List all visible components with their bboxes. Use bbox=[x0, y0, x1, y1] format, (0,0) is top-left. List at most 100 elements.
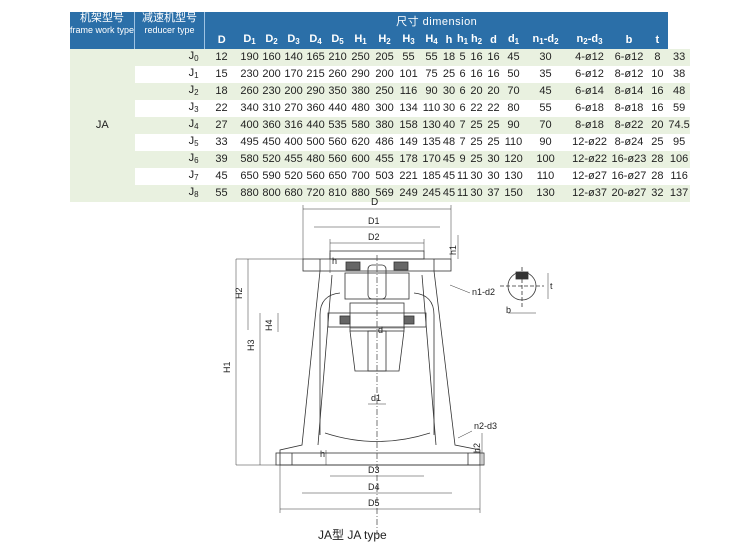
value-cell: 59 bbox=[668, 100, 690, 117]
value-cell: 16 bbox=[469, 49, 484, 66]
dimension-table: 机架型号 frame work type 减速机型号 reducer type … bbox=[70, 12, 690, 202]
value-cell: 6 bbox=[455, 66, 470, 83]
value-cell: 185 bbox=[420, 168, 443, 185]
frame-body-outline bbox=[279, 270, 481, 466]
value-cell: 25 bbox=[469, 151, 484, 168]
column-header: n2-d3 bbox=[567, 30, 612, 49]
value-cell: 210 bbox=[326, 49, 349, 66]
value-cell: 90 bbox=[523, 134, 568, 151]
value-cell: 221 bbox=[396, 168, 421, 185]
value-cell: 45 bbox=[523, 83, 568, 100]
label-h2: h2 bbox=[472, 443, 482, 453]
value-cell: 75 bbox=[420, 66, 443, 83]
value-cell: 290 bbox=[348, 66, 373, 83]
label-n1-d2: n1-d2 bbox=[472, 287, 495, 297]
drawing-caption: JA型 JA type bbox=[318, 528, 387, 542]
label-D: D bbox=[371, 197, 378, 208]
value-cell: 6-ø12 bbox=[567, 66, 612, 83]
column-header: D bbox=[204, 30, 239, 49]
label-H4: H4 bbox=[264, 319, 274, 331]
label-h: h bbox=[332, 256, 337, 266]
value-cell: 4-ø12 bbox=[567, 49, 612, 66]
value-cell: 95 bbox=[668, 134, 690, 151]
value-cell: 160 bbox=[260, 49, 283, 66]
value-cell: 500 bbox=[304, 134, 327, 151]
value-cell: 520 bbox=[282, 168, 305, 185]
value-cell: 30 bbox=[469, 168, 484, 185]
column-header: D5 bbox=[326, 30, 349, 49]
value-cell: 55 bbox=[523, 100, 568, 117]
value-cell: 30 bbox=[523, 49, 568, 66]
value-cell: 650 bbox=[238, 168, 261, 185]
value-cell: 30 bbox=[483, 151, 504, 168]
label-h1: h1 bbox=[448, 245, 458, 255]
value-cell: 5 bbox=[455, 49, 470, 66]
value-cell: 8-ø18 bbox=[567, 117, 612, 134]
value-cell: 16-ø27 bbox=[611, 168, 647, 185]
value-cell: 10 bbox=[646, 66, 669, 83]
value-cell: 380 bbox=[348, 83, 373, 100]
value-cell: 74.5 bbox=[668, 117, 690, 134]
value-cell: 25 bbox=[483, 117, 504, 134]
header-dimension: 尺寸 dimension bbox=[204, 12, 669, 30]
value-cell: 190 bbox=[238, 49, 261, 66]
value-cell: 503 bbox=[372, 168, 397, 185]
value-cell: 12-ø27 bbox=[567, 168, 612, 185]
value-cell: 149 bbox=[396, 134, 421, 151]
value-cell: 16 bbox=[483, 49, 504, 66]
header-frame-cn: 机架型号 bbox=[80, 12, 125, 24]
value-cell: 32 bbox=[646, 185, 669, 202]
value-cell: 165 bbox=[304, 49, 327, 66]
value-cell: 16 bbox=[646, 100, 669, 117]
value-cell: 440 bbox=[304, 117, 327, 134]
model-cell: J5 bbox=[134, 134, 205, 151]
value-cell: 116 bbox=[668, 168, 690, 185]
value-cell: 800 bbox=[260, 185, 283, 202]
label-H2: H2 bbox=[234, 287, 244, 299]
label-D2: D2 bbox=[368, 232, 380, 242]
value-cell: 600 bbox=[348, 151, 373, 168]
value-cell: 134 bbox=[396, 100, 421, 117]
value-cell: 520 bbox=[260, 151, 283, 168]
value-cell: 170 bbox=[282, 66, 305, 83]
value-cell: 720 bbox=[304, 185, 327, 202]
label-D5: D5 bbox=[368, 498, 380, 508]
value-cell: 6 bbox=[455, 83, 470, 100]
value-cell: 260 bbox=[326, 66, 349, 83]
column-header: h2 bbox=[469, 30, 484, 49]
value-cell: 9 bbox=[455, 151, 470, 168]
header-frame-type: 机架型号 frame work type bbox=[70, 12, 136, 49]
value-cell: 486 bbox=[372, 134, 397, 151]
value-cell: 580 bbox=[238, 151, 261, 168]
value-cell: 90 bbox=[503, 117, 524, 134]
model-cell: J3 bbox=[134, 100, 205, 117]
value-cell: 25 bbox=[483, 134, 504, 151]
value-cell: 110 bbox=[420, 100, 443, 117]
value-cell: 290 bbox=[304, 83, 327, 100]
value-cell: 38 bbox=[668, 66, 690, 83]
column-header: h1 bbox=[455, 30, 470, 49]
value-cell: 130 bbox=[523, 185, 568, 202]
reducer-cell: 22 bbox=[204, 100, 239, 117]
value-cell: 880 bbox=[238, 185, 261, 202]
value-cell: 25 bbox=[469, 117, 484, 134]
value-cell: 16 bbox=[483, 66, 504, 83]
model-cell: J7 bbox=[134, 168, 205, 185]
value-cell: 130 bbox=[420, 117, 443, 134]
value-cell: 80 bbox=[503, 100, 524, 117]
value-cell: 569 bbox=[372, 185, 397, 202]
value-cell: 360 bbox=[260, 117, 283, 134]
value-cell: 106 bbox=[668, 151, 690, 168]
value-cell: 12-ø37 bbox=[567, 185, 612, 202]
value-cell: 400 bbox=[282, 134, 305, 151]
value-cell: 48 bbox=[668, 83, 690, 100]
column-header: H3 bbox=[396, 30, 421, 49]
value-cell: 30 bbox=[442, 83, 456, 100]
